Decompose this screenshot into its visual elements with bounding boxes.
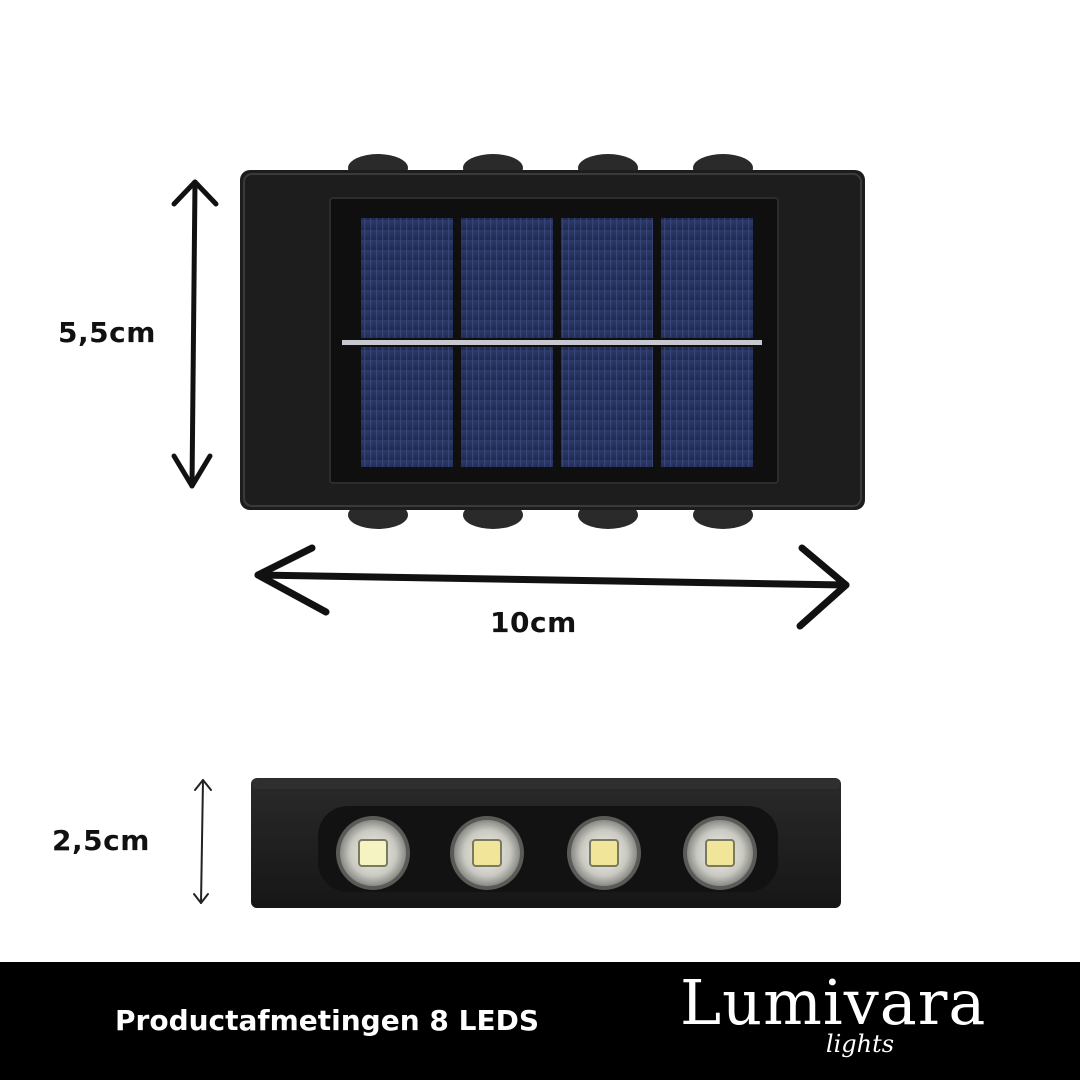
brand-sub: lights [825,1030,895,1058]
product-illustration [171,154,865,908]
led-icon [336,816,757,890]
arrow-vertical-icon [171,179,219,489]
depth-label: 2,5cm [52,824,150,857]
brand-logo: Lumivara lights [680,966,987,1058]
footer-caption: Productafmetingen 8 LEDS [115,1004,540,1037]
arrow-depth-icon [193,779,212,904]
width-label: 10cm [490,606,577,639]
solar-panel-icon [240,170,865,510]
brand-name: Lumivara [680,966,987,1039]
arrow-horizontal-icon [254,544,850,630]
footer-bar: Productafmetingen 8 LEDS Lumivara lights [0,962,1080,1080]
height-label: 5,5cm [58,316,156,349]
